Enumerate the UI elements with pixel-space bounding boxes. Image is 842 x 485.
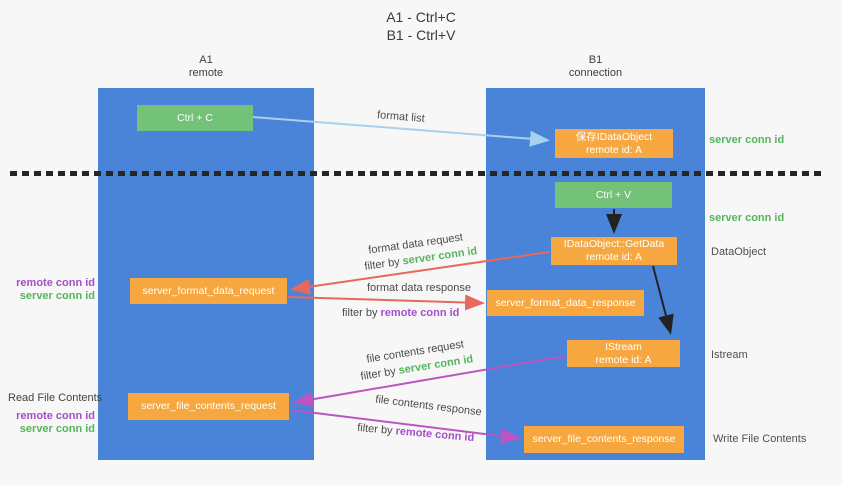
node-ctrl-v-label: Ctrl + V [595, 188, 632, 201]
filter-by-text: filter by [342, 307, 378, 319]
node-file-request-label: server_file_contents_request [141, 400, 276, 412]
node-save-idataobject-title: 保存IDataObject [575, 130, 653, 143]
node-ctrl-c-label: Ctrl + C [177, 111, 213, 124]
filter-by-text: filter by [363, 256, 401, 273]
node-ctrl-c: Ctrl + C [137, 105, 253, 131]
node-server-file-contents-request: server_file_contents_request [128, 393, 289, 420]
conn-id-pair-file: remote conn id server conn id [10, 410, 95, 436]
node-server-format-data-response: server_format_data_response [487, 290, 644, 316]
filter-by-remote-conn-1: filter by remote conn id [342, 307, 459, 319]
lifeline-a1-role: remote [188, 67, 224, 79]
phase-separator-line [10, 171, 824, 176]
filter-by-text: filter by [359, 365, 397, 383]
file-contents-response-label: file contents response [374, 393, 483, 419]
node-file-response-label: server_file_contents_response [532, 433, 676, 445]
lifeline-b1-role: connection [568, 67, 623, 79]
node-format-request-label: server_format_data_request [142, 284, 275, 297]
format-data-response-arrow [287, 294, 485, 311]
lifeline-b1-name: B1 [588, 54, 603, 66]
remote-conn-id-text: remote conn id [16, 410, 95, 422]
server-conn-id-label-top: server conn id [709, 134, 785, 146]
node-save-idataobject: 保存IDataObject remote id: A [555, 129, 673, 158]
node-server-format-data-request: server_format_data_request [130, 278, 287, 304]
node-istream-title: IStream [605, 340, 642, 353]
read-file-contents-label: Read File Contents [8, 392, 103, 404]
filter-by-remote-conn-2: filter by remote conn id [357, 422, 475, 444]
node-format-response-label: server_format_data_response [495, 296, 636, 309]
filter-by-text: filter by [356, 421, 394, 437]
title-line-2: B1 - Ctrl+V [386, 27, 456, 43]
node-istream-remote-id: remote id: A [595, 353, 652, 366]
server-conn-id-text: server conn id [19, 290, 95, 302]
server-conn-id-label-mid: server conn id [709, 212, 785, 224]
lifeline-header-a1: A1 remote [98, 54, 314, 80]
node-ctrl-v: Ctrl + V [555, 182, 672, 208]
remote-conn-id-text: remote conn id [16, 277, 95, 289]
format-list-label: format list [376, 109, 426, 125]
title-line-1: A1 - Ctrl+C [386, 9, 456, 25]
node-save-idataobject-remote-id: remote id: A [585, 143, 643, 156]
remote-conn-id-text: remote conn id [380, 307, 460, 319]
server-conn-id-text: server conn id [19, 423, 95, 435]
node-getdata-title: IDataObject::GetData [563, 238, 665, 250]
conn-id-pair-format: remote conn id server conn id [10, 277, 95, 303]
write-file-contents-label: Write File Contents [713, 433, 807, 445]
diagram-title: A1 - Ctrl+C B1 - Ctrl+V [0, 8, 842, 44]
format-data-response-label: format data response [367, 282, 471, 294]
node-istream: IStream remote id: A [567, 340, 680, 367]
remote-conn-id-text: remote conn id [395, 425, 475, 445]
lifeline-a1-name: A1 [199, 54, 213, 66]
node-server-file-contents-response: server_file_contents_response [524, 426, 684, 453]
lifeline-header-b1: B1 connection [486, 54, 705, 80]
dataobject-label: DataObject [711, 246, 767, 258]
node-idataobject-getdata: IDataObject::GetData remote id: A [551, 237, 677, 265]
istream-side-label: Istream [711, 349, 748, 361]
node-getdata-remote-id: remote id: A [585, 251, 643, 263]
